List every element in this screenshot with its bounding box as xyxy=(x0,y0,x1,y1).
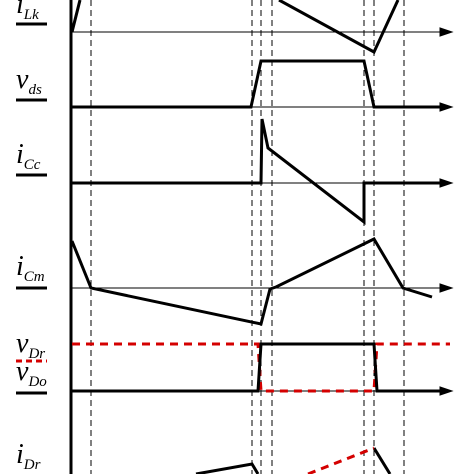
label-vDo: vDo xyxy=(16,356,47,390)
trace-labels: iLk vds iCc iCm vDr vDo iDr xyxy=(16,0,47,473)
label-vds: vds xyxy=(16,64,42,98)
waveform-iLk-start xyxy=(70,0,82,33)
waveform-iDr-black-fall xyxy=(372,447,392,474)
trace-iLk xyxy=(70,0,400,55)
label-iLk: iLk xyxy=(16,0,39,23)
axis-arrow-iLk xyxy=(439,27,454,37)
label-iCc: iCc xyxy=(16,139,41,173)
waveform-vDr xyxy=(72,342,450,393)
axis-arrow-iCm xyxy=(439,283,454,293)
waveform-vds xyxy=(72,59,444,109)
waveform-iLk-ramp xyxy=(278,0,400,55)
label-vDr: vDr xyxy=(16,328,45,362)
trace-iDr xyxy=(195,446,392,474)
waveform-iDr-black xyxy=(195,462,260,474)
timing-markers xyxy=(90,0,405,474)
label-iDr: iDr xyxy=(16,439,41,473)
waveform-vDo xyxy=(72,342,444,393)
label-iCm: iCm xyxy=(16,251,45,285)
waveform-iCm xyxy=(70,237,433,326)
waveform-iDr-red xyxy=(307,446,375,474)
waveform-iCc xyxy=(72,118,444,226)
